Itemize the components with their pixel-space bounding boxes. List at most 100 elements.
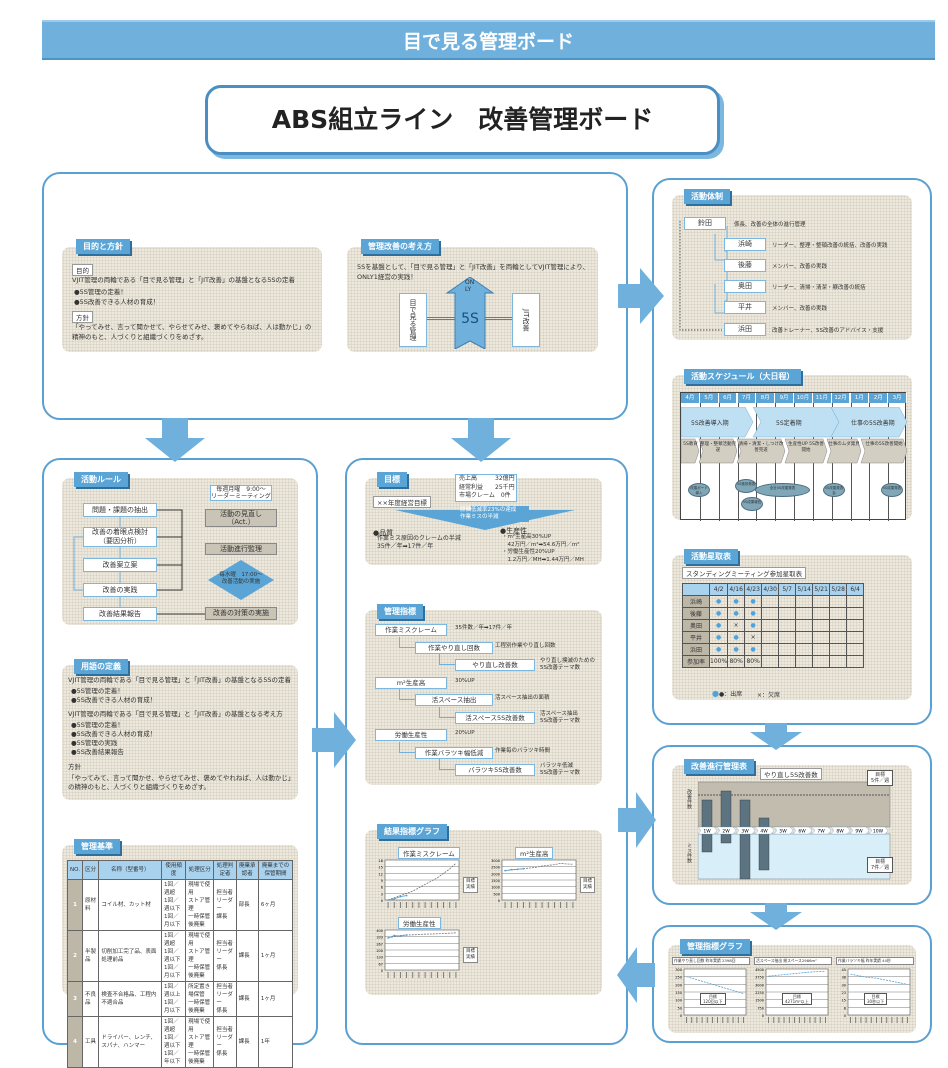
table-cell: 原材料 bbox=[81, 879, 100, 931]
data-point bbox=[516, 868, 519, 871]
week-label: 2W bbox=[722, 829, 730, 835]
leader-meeting-callout: 毎週月曜 9:00〜 リーダーミーティング bbox=[210, 485, 272, 501]
five-s-label: 5S bbox=[461, 311, 479, 327]
week-arrow bbox=[830, 826, 851, 835]
subphase-label: 整理・整頓活動完遂 bbox=[700, 442, 736, 453]
miss-bar bbox=[720, 833, 732, 844]
flow-lines bbox=[73, 509, 205, 615]
attendance-cell bbox=[846, 595, 865, 608]
countermeasure-box: 改善の対策の実施 bbox=[205, 607, 277, 620]
terms-item: ●5S管理の定着！ bbox=[71, 721, 124, 729]
productivity-title: ●生産性 bbox=[500, 527, 528, 535]
phase-label: 5S定着期 bbox=[776, 420, 802, 427]
data-point bbox=[405, 894, 408, 897]
attendance-cell bbox=[778, 607, 797, 620]
indicator-connector bbox=[439, 759, 455, 770]
table-cell: 担当者 リーダー 係長 bbox=[213, 981, 237, 1017]
attendance-cell bbox=[778, 595, 797, 608]
member-name: 浜崎 bbox=[682, 595, 710, 608]
attendance-cell bbox=[761, 607, 780, 620]
data-point bbox=[399, 895, 402, 898]
target-arrow-icon bbox=[395, 506, 575, 530]
kpi-box: 売上高 32億円 経常利益 25千円 市場クレーム 0件 bbox=[455, 474, 517, 502]
series-line bbox=[388, 895, 407, 901]
subphase-label: 仕事の5S改善開始 bbox=[865, 442, 903, 447]
data-point bbox=[510, 868, 513, 871]
y-tick-label: 333 bbox=[376, 936, 383, 940]
phase-arrow bbox=[681, 407, 754, 438]
attendance-cell bbox=[846, 619, 865, 632]
indicator-note: 工程別作業やり直し回数 bbox=[495, 642, 556, 649]
kpi-chart-title: 作業バラツキ幅 昨年実績 40秒 bbox=[836, 957, 914, 965]
rate-cell: 80% bbox=[727, 655, 746, 668]
concept-section: 管理改善の考え方 5Sを基盤として、「目で見る管理」と「JIT改善」を両輪として… bbox=[347, 239, 598, 352]
month-header: 8月 bbox=[756, 393, 776, 403]
table-header bbox=[682, 583, 710, 596]
target-section: 目標 ××年度経営目標 売上高 32億円 経常利益 25千円 市場クレーム 0件… bbox=[365, 472, 602, 565]
flow-step: 問題・課題の抽出 bbox=[83, 503, 157, 517]
attendance-cell bbox=[795, 619, 814, 632]
goal-text: VJIT管理の両輪である「目で見る管理」と「JIT改善」の基盤となる5Sの定着 bbox=[72, 276, 296, 284]
org-member-box: 奥田 bbox=[724, 280, 766, 293]
series-line bbox=[505, 862, 573, 872]
y-tick-label: 0 bbox=[498, 899, 500, 903]
table-cell: 1 bbox=[67, 879, 83, 931]
goal-item: ●5S改善できる人材の育成！ bbox=[74, 298, 160, 306]
goal-down-callout: 目標 7件／週 bbox=[867, 857, 894, 873]
y-tick-label: 133 bbox=[376, 956, 383, 960]
series-line bbox=[387, 932, 456, 939]
attendance-caption: スタンディングミーティング参加星取表 bbox=[682, 567, 807, 579]
phase-label: 5S改善導入期 bbox=[691, 420, 729, 427]
table-row: 後藤●●● bbox=[682, 607, 865, 620]
phase-arrow bbox=[830, 407, 907, 438]
arrow-left-icon bbox=[617, 947, 655, 1003]
member-name: 後藤 bbox=[682, 607, 710, 620]
table-cell: 現場で使用 ストア管理 一時保管後廃棄 bbox=[185, 879, 215, 931]
y-tick-label: 9 bbox=[381, 879, 383, 883]
org-section: 活動体制 鈴田係長、改善の全体の進行管理浜崎リーダー、整理・整頓改善の統括、改善… bbox=[672, 189, 912, 340]
week-label: 3W bbox=[741, 829, 749, 835]
terms-body: VJIT管理の両輪である「目で見る管理」と「JIT改善」の基盤となる5Sの定着●… bbox=[68, 676, 294, 792]
y-tick-label: 50 bbox=[678, 1006, 682, 1010]
data-point bbox=[387, 899, 389, 901]
y-tick-label: 15 bbox=[842, 999, 846, 1003]
member-name: 浜田 bbox=[682, 643, 710, 656]
phase-label: 仕事の5S改善期 bbox=[851, 420, 895, 427]
y-tick-label: 23 bbox=[842, 991, 846, 995]
table-cell: 担当者 リーダー 係長 bbox=[213, 1016, 237, 1068]
y-tick-label: 500 bbox=[493, 892, 500, 896]
date-header: 5/28 bbox=[829, 583, 848, 596]
table-cell: 2 bbox=[67, 930, 83, 982]
policy-text: 「やってみせ、言って聞かせて、やらせてみせ、褒めてやらねば、人は動かじ」の精神の… bbox=[72, 323, 312, 341]
table-cell: 現場で使用 ストア管理 一時保管後廃棄 bbox=[185, 1016, 215, 1068]
data-point bbox=[393, 897, 396, 900]
table-cell: 課長 bbox=[235, 1016, 259, 1068]
week-label: 9W bbox=[855, 829, 863, 835]
attendance-cell bbox=[795, 631, 814, 644]
indicator-box: やり直し改善数 bbox=[455, 659, 535, 671]
legend-present: ●●：出席 bbox=[712, 689, 743, 698]
terms-item: ●5S管理の定着！ bbox=[71, 687, 124, 695]
terms-tab: 用語の定義 bbox=[74, 659, 128, 674]
y-tick-label: 30 bbox=[842, 983, 846, 987]
org-tab: 活動体制 bbox=[684, 189, 730, 204]
miss-bar bbox=[739, 833, 751, 880]
attendance-cell bbox=[778, 643, 797, 656]
subphase-label: 仕事のムダ発見 bbox=[828, 442, 860, 447]
week-label: 5W bbox=[779, 829, 787, 835]
arrow-down-icon bbox=[750, 903, 802, 930]
table-cell: 課長 bbox=[235, 930, 259, 982]
y-tick-label: 1500 bbox=[755, 999, 764, 1003]
event-ellipse: 改善ボード導入 bbox=[688, 483, 710, 497]
y-tick-label: 3000 bbox=[755, 983, 764, 987]
rate-cell: 80% bbox=[744, 655, 763, 668]
series-line bbox=[387, 863, 457, 901]
month-header: 12月 bbox=[831, 393, 851, 403]
indicator-note: 30%UP bbox=[455, 677, 475, 684]
rate-cell bbox=[812, 655, 831, 668]
month-header: 3月 bbox=[888, 393, 907, 403]
week-arrow bbox=[792, 826, 813, 835]
